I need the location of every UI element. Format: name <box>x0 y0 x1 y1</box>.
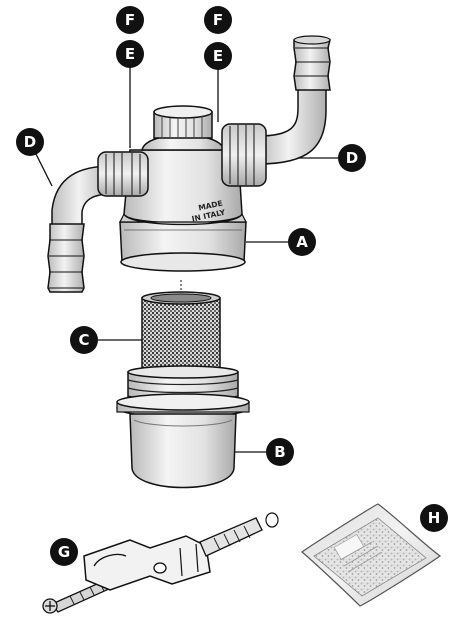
badge-g: G <box>50 538 78 566</box>
wall-bracket <box>83 535 211 591</box>
leader-lines <box>33 62 338 453</box>
badge-c: C <box>70 326 98 354</box>
badge-c-text: C <box>78 331 89 349</box>
filter-head-body: MADE IN ITALY <box>119 105 247 272</box>
wall-bracket-kit <box>42 512 279 614</box>
filter-bowl <box>116 365 250 489</box>
badge-a-text: A <box>296 233 308 251</box>
badge-b: B <box>266 438 294 466</box>
badge-a: A <box>288 228 316 256</box>
o-ring <box>265 512 279 528</box>
badge-e-right-text: E <box>213 47 223 65</box>
badge-f-left: F <box>116 6 144 34</box>
refill-bag <box>301 503 442 607</box>
badge-g-text: G <box>58 543 70 561</box>
wall-plug <box>199 517 263 557</box>
badge-f-right: F <box>204 6 232 34</box>
badge-d-right: D <box>338 144 366 172</box>
badge-h-text: H <box>428 509 441 527</box>
left-union-nut <box>97 151 149 197</box>
badge-e-left-text: E <box>125 45 135 63</box>
badge-b-text: B <box>274 443 285 461</box>
right-hose-fitting <box>257 35 331 165</box>
top-cap <box>153 105 213 139</box>
badge-d-left: D <box>16 128 44 156</box>
badge-h: H <box>420 504 448 532</box>
badge-d-left-text: D <box>24 133 36 151</box>
left-hose-fitting <box>47 165 113 293</box>
right-hose-barb <box>293 35 331 91</box>
left-hose-barb <box>47 223 85 293</box>
mesh-filter-cartridge <box>141 280 221 375</box>
badge-e-left: E <box>116 40 144 68</box>
badge-f-right-text: F <box>213 11 223 29</box>
badge-d-right-text: D <box>346 149 358 167</box>
leader-d-left <box>33 149 53 187</box>
right-union-nut <box>221 123 267 187</box>
badge-e-right: E <box>204 42 232 70</box>
badge-f-left-text: F <box>125 11 135 29</box>
